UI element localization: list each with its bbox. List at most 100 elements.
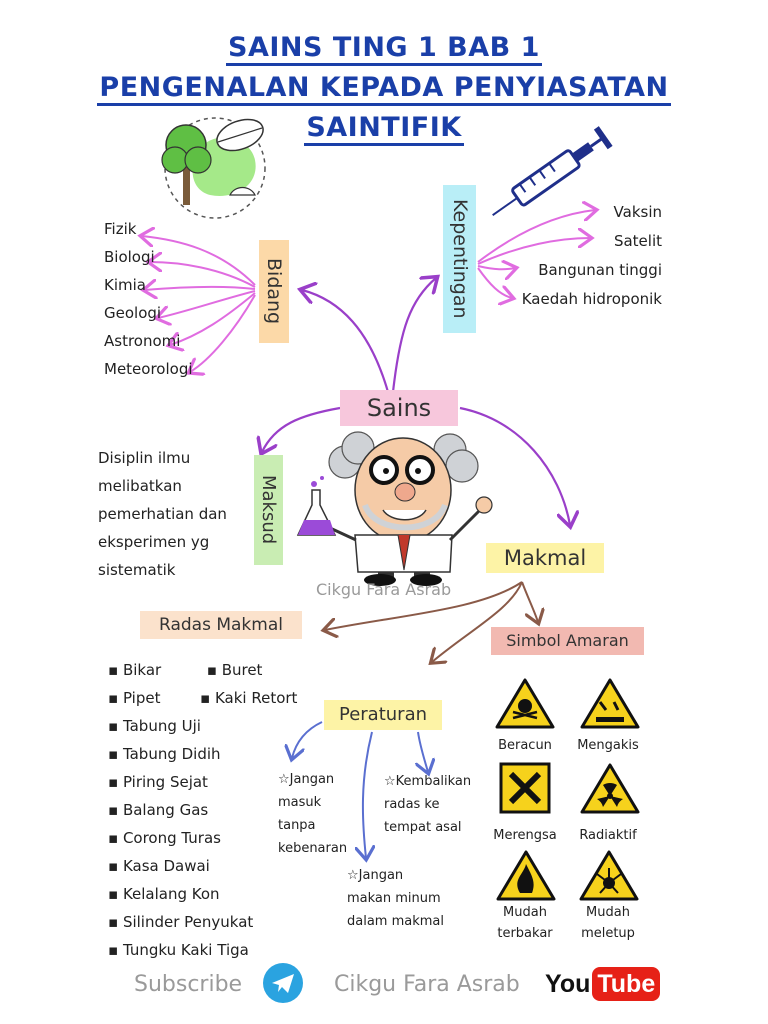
radas-row: ▪ Kasa Dawai [108,852,297,880]
maksud-line: pemerhatian dan [98,505,227,523]
maksud-line: eksperimen yg [98,533,210,551]
sign-label-line: Mudah [586,905,630,920]
sign-label-mudah-terbakar: Mudah terbakar [480,902,570,944]
maksud-line: melibatkan [98,477,182,495]
sign-label-beracun: Beracun [498,738,552,753]
channel-name: Cikgu Fara Asrab [334,972,520,997]
radas-item: Tabung Didih [122,745,221,763]
bullet: ▪ [108,913,123,931]
watermark-text: Cikgu Fara Asrab [316,580,452,599]
radioactive-sign-icon [580,763,640,814]
sign-label-radiaktif: Radiaktif [579,828,637,843]
bidang-item: Fizik [104,220,137,238]
node-peraturan: Peraturan [324,700,442,730]
rule-line: dalam makmal [347,914,444,929]
maksud-line: Disiplin ilmu [98,449,191,467]
corrosive-sign-icon [580,678,640,729]
bidang-item: Geologi [104,304,162,322]
bullet: ▪ [108,773,123,791]
title-line-2: PENGENALAN KEPADA PENYIASATAN [0,72,768,106]
irritant-sign-icon [508,771,542,805]
rule-line: kebenaran [278,841,348,856]
kepentingan-list: Vaksin Satelit Bangunan tinggi Kaedah hi… [520,198,662,314]
sign-label-line: Mudah [503,905,547,920]
rule-line: masuk [278,795,322,810]
bidang-list: Fizik Biologi Kimia Geologi Astronomi Me… [104,215,193,383]
bidang-item: Biologi [104,248,155,266]
maksud-text: Disiplin ilmu melibatkan pemerhatian dan… [98,444,227,584]
node-maksud: Maksud [254,455,283,565]
bidang-item: Astronomi [104,332,181,350]
radas-item: Tabung Uji [122,717,201,735]
rule-line: ☆Jangan [278,772,335,787]
bullet: ▪ [108,857,123,875]
radas-row: ▪ Balang Gas [108,796,297,824]
radas-row: ▪ Silinder Penyukat [108,908,297,936]
radas-item: Kasa Dawai [122,857,210,875]
kepentingan-item: Vaksin [613,203,662,221]
node-sains: Sains [340,390,458,426]
node-bidang: Bidang [259,240,289,343]
radas-item: Tungku Kaki Tiga [122,941,249,959]
bullet: ▪ [206,661,222,679]
subscribe-link[interactable]: Subscribe [134,972,243,997]
sign-label-merengsa: Merengsa [493,828,557,843]
bullet: ▪ [108,689,123,707]
radas-row: ▪ Piring Sejat [108,768,297,796]
bullet: ▪ [108,661,123,679]
peraturan-rule-1: ☆Jangan masuk tanpa kebenaran [278,768,347,860]
radas-item: Silinder Penyukat [122,913,254,931]
title-line-3: SAINTIFIK [0,112,768,146]
radas-list: ▪ Bikar ▪ Buret ▪ Pipet ▪ Kaki Retort ▪ … [108,656,297,964]
rule-line: ☆Jangan [347,868,404,883]
peraturan-rule-3: ☆Jangan makan minum dalam makmal [347,864,444,933]
peraturan-rule-2: ☆Kembalikan radas ke tempat asal [384,770,471,839]
sign-label-line: terbakar [497,926,553,941]
radas-item: Bikar [122,661,162,679]
radas-row: ▪ Tabung Didih [108,740,297,768]
bullet: ▪ [108,885,123,903]
kepentingan-item: Satelit [613,232,662,250]
radas-item: Kaki Retort [214,689,298,707]
radas-item: Buret [221,661,263,679]
bullet: ▪ [108,941,123,959]
radas-item: Corong Turas [122,829,221,847]
radas-row: ▪ Tabung Uji [108,712,297,740]
radas-row: ▪ Bikar ▪ Buret [108,656,297,684]
node-simbol-amaran: Simbol Amaran [491,627,644,655]
sign-label-mudah-meletup: Mudah meletup [563,902,653,944]
bidang-item: Kimia [104,276,146,294]
bullet: ▪ [108,745,123,763]
radas-row: ▪ Pipet ▪ Kaki Retort [108,684,297,712]
rule-line: tanpa [278,818,316,833]
flammable-sign-icon [496,850,556,901]
toxic-sign-icon [495,678,555,729]
youtube-logo-tube: Tube [592,967,661,1001]
kepentingan-item: Bangunan tinggi [538,261,662,279]
radas-item: Balang Gas [122,801,209,819]
sign-label-mengakis: Mengakis [577,738,639,753]
bullet: ▪ [108,829,123,847]
youtube-logo-you: You [545,970,591,998]
rule-line: tempat asal [384,820,462,835]
rule-line: makan minum [347,891,441,906]
bullet: ▪ [108,801,123,819]
radas-item: Pipet [122,689,161,707]
radas-item: Piring Sejat [122,773,208,791]
radas-row: ▪ Tungku Kaki Tiga [108,936,297,964]
explosive-sign-icon [579,850,639,901]
maksud-line: sistematik [98,561,176,579]
radas-row: ▪ Corong Turas [108,824,297,852]
bullet: ▪ [200,689,215,707]
node-makmal: Makmal [486,543,604,573]
radas-item: Kelalang Kon [122,885,220,903]
title-line-1: SAINS TING 1 BAB 1 [0,32,768,66]
node-kepentingan: Kepentingan [443,185,476,333]
